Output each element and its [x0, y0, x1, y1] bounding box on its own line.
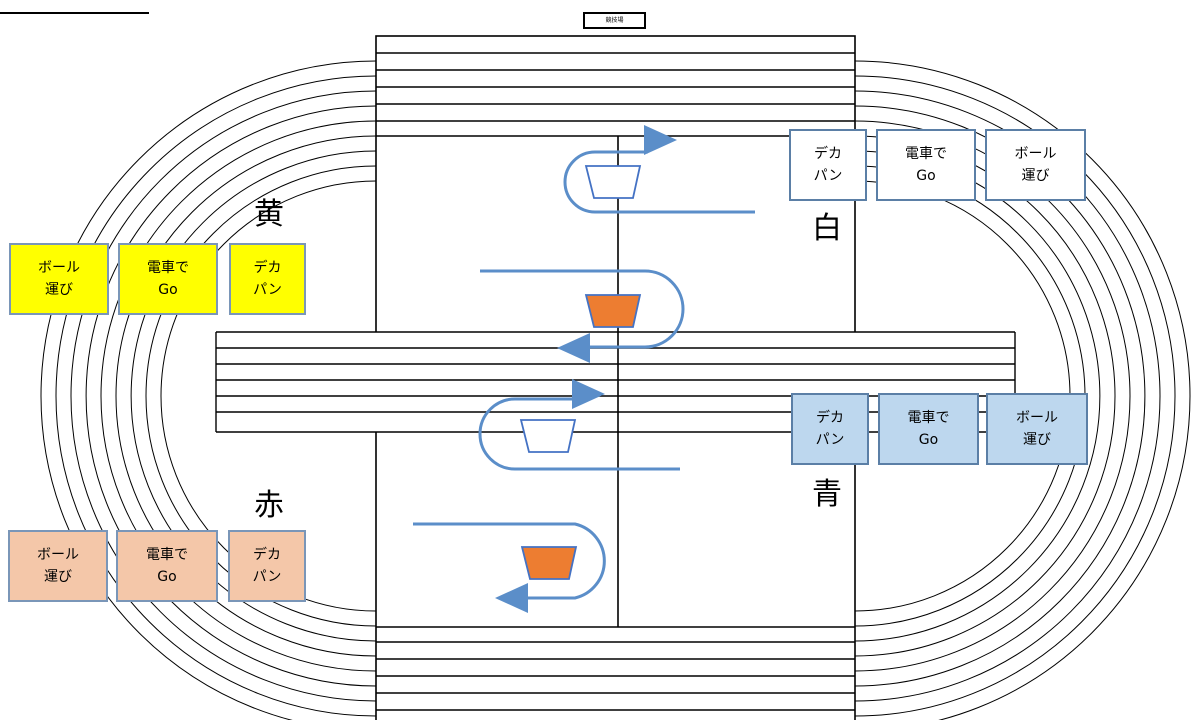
- cone-orange-1: [584, 294, 642, 328]
- event-box-yellow-train: 電車で Go: [118, 243, 218, 315]
- route-arrow-2: [480, 269, 685, 349]
- route-arrow-3: [478, 397, 680, 471]
- event-box-blue-train: 電車で Go: [878, 393, 979, 465]
- event-box-red-pants: デカ パン: [228, 530, 306, 602]
- event-box-white-ball: ボール 運び: [985, 129, 1086, 201]
- arrowhead-4: [495, 583, 528, 613]
- team-label-white: 白: [812, 211, 842, 246]
- event-box-white-train: 電車で Go: [876, 129, 976, 201]
- team-label-blue: 青: [812, 477, 842, 512]
- event-box-blue-ball: ボール 運び: [986, 393, 1088, 465]
- cone-orange-2: [520, 546, 578, 580]
- top-straight-lanes: [376, 52, 855, 137]
- event-box-red-ball: ボール 運び: [8, 530, 108, 602]
- team-label-yellow: 黄: [254, 197, 284, 232]
- event-box-yellow-ball: ボール 運び: [9, 243, 109, 315]
- event-box-yellow-pants: デカ パン: [229, 243, 306, 315]
- route-arrow-4: [413, 522, 606, 600]
- bottom-straight-lanes: [376, 626, 855, 711]
- cone-white-2: [519, 419, 577, 453]
- arrowhead-2: [557, 333, 590, 363]
- event-box-blue-pants: デカ パン: [791, 393, 869, 465]
- event-box-white-pants: デカ パン: [789, 129, 867, 201]
- header-sign: 競技場: [583, 12, 646, 29]
- arrowhead-1: [644, 125, 677, 155]
- event-box-red-train: 電車で Go: [116, 530, 218, 602]
- header-rule: [0, 12, 149, 14]
- track-lane-9: [40, 60, 1191, 720]
- arrowhead-3: [572, 379, 605, 409]
- cone-white-1: [584, 165, 642, 199]
- route-arrow-1: [563, 150, 755, 214]
- team-label-red: 赤: [254, 488, 284, 523]
